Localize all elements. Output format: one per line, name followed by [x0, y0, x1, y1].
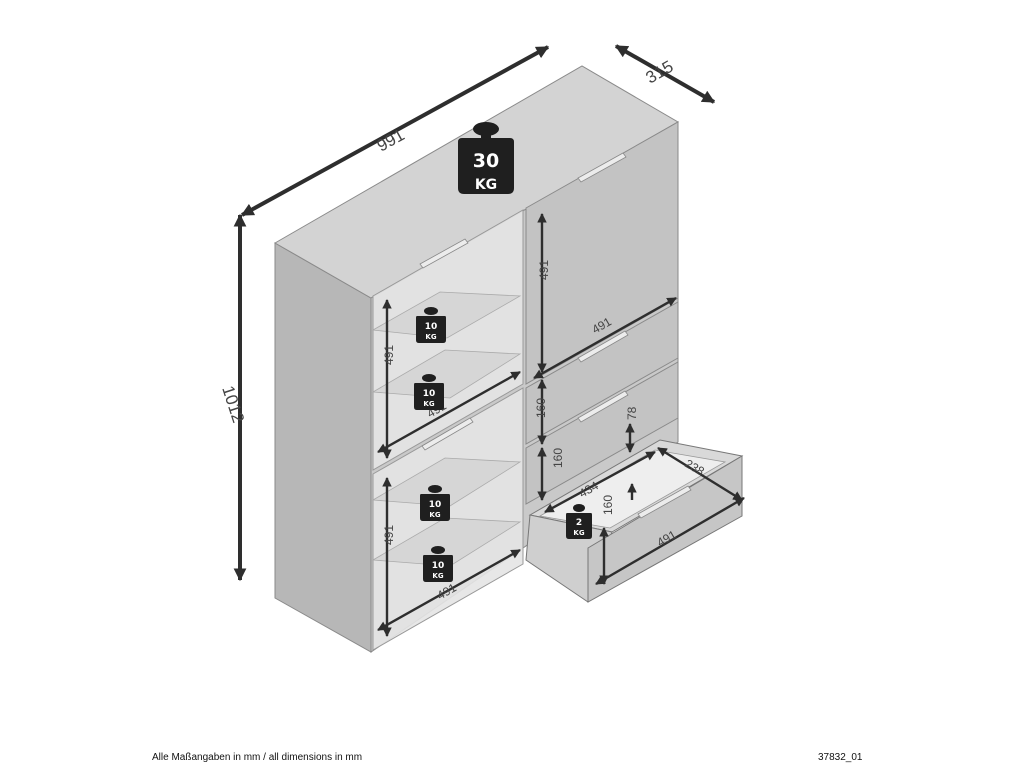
- handle: [577, 390, 629, 423]
- weight-unit-top: KG: [475, 177, 497, 193]
- weight-icon-drawer: 2 KG: [566, 504, 592, 539]
- drawer-inner-width-arrow: [544, 450, 656, 514]
- weight-value-top: 30: [473, 150, 499, 172]
- drawer-inner-depth-arrow: [657, 446, 743, 502]
- weight-icon-shelf-2: 10 KG: [414, 374, 444, 410]
- weight-icon-shelf-4: 10 KG: [423, 546, 453, 582]
- weight-icon-shelf-1: 10 KG: [416, 307, 446, 343]
- units-note: Alle Maßangaben in mm / all dimensions i…: [152, 752, 363, 763]
- weight-value-shelf-4: 10: [432, 561, 445, 571]
- drawer-height-label-2: 160: [551, 448, 565, 468]
- weight-unit-shelf-2: KG: [423, 400, 434, 408]
- drawing-code: 37832_01: [818, 752, 863, 763]
- door-height-label-top-right: 491: [537, 260, 551, 280]
- depth-label: 315: [643, 57, 677, 88]
- weight-icon-shelf-3: 10 KG: [420, 485, 450, 521]
- weight-unit-shelf-1: KG: [425, 333, 436, 341]
- door-width-arrow-top-right: [533, 296, 677, 380]
- drawer-side-height-label: 78: [625, 406, 639, 420]
- weight-value-shelf-3: 10: [429, 500, 442, 510]
- drawer-width-arrow: [595, 496, 745, 586]
- width-arrow: [240, 45, 550, 217]
- cabinet-side-panel: [274, 242, 372, 653]
- width-label: 991: [374, 125, 408, 155]
- depth-arrow: [614, 44, 716, 104]
- door-width-arrow-bottom-left: [377, 548, 521, 632]
- weight-value-drawer: 2: [576, 518, 582, 528]
- door-width-arrow-top-left: [377, 370, 521, 454]
- weight-unit-drawer: KG: [573, 529, 584, 537]
- height-label: 1012: [218, 383, 248, 425]
- weight-unit-shelf-3: KG: [429, 511, 440, 519]
- door-height-label-top-left: 491: [382, 345, 396, 365]
- handle: [577, 152, 627, 183]
- dimension-arrows: [233, 44, 716, 582]
- handle: [419, 238, 469, 269]
- weight-value-shelf-1: 10: [425, 322, 438, 332]
- weight-unit-shelf-4: KG: [432, 572, 443, 580]
- drawer-inner-height-label: 160: [601, 495, 615, 515]
- door-height-label-bottom-left: 491: [382, 525, 396, 545]
- weight-value-shelf-2: 10: [423, 389, 436, 399]
- drawer-height-label-1: 160: [534, 398, 548, 418]
- weight-icon-top: 30 KG: [458, 122, 514, 194]
- inner-dimension-arrows: [377, 213, 745, 637]
